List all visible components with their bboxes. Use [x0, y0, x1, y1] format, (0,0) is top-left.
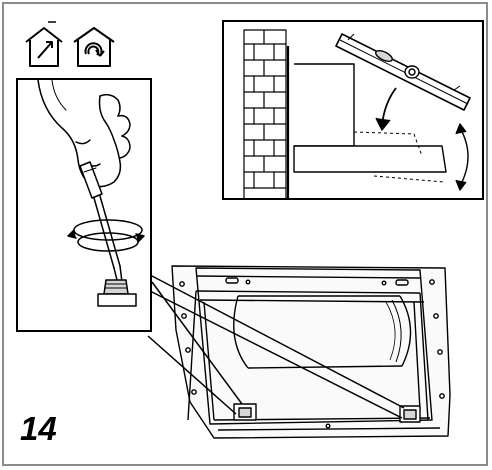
house-recirculation-icon	[73, 27, 115, 67]
wall-level-drawing	[243, 29, 471, 198]
brick-wall	[243, 29, 287, 198]
figure-frame	[2, 2, 488, 466]
step-number: 14	[20, 410, 57, 447]
screwdriver-drawing	[37, 80, 145, 307]
house-exhaust-icon	[25, 21, 63, 67]
screwdriver-adjustment-detail	[16, 78, 152, 332]
house-icons	[25, 21, 115, 67]
spirit-level-wall-detail	[222, 20, 484, 200]
spirit-level	[335, 33, 471, 111]
